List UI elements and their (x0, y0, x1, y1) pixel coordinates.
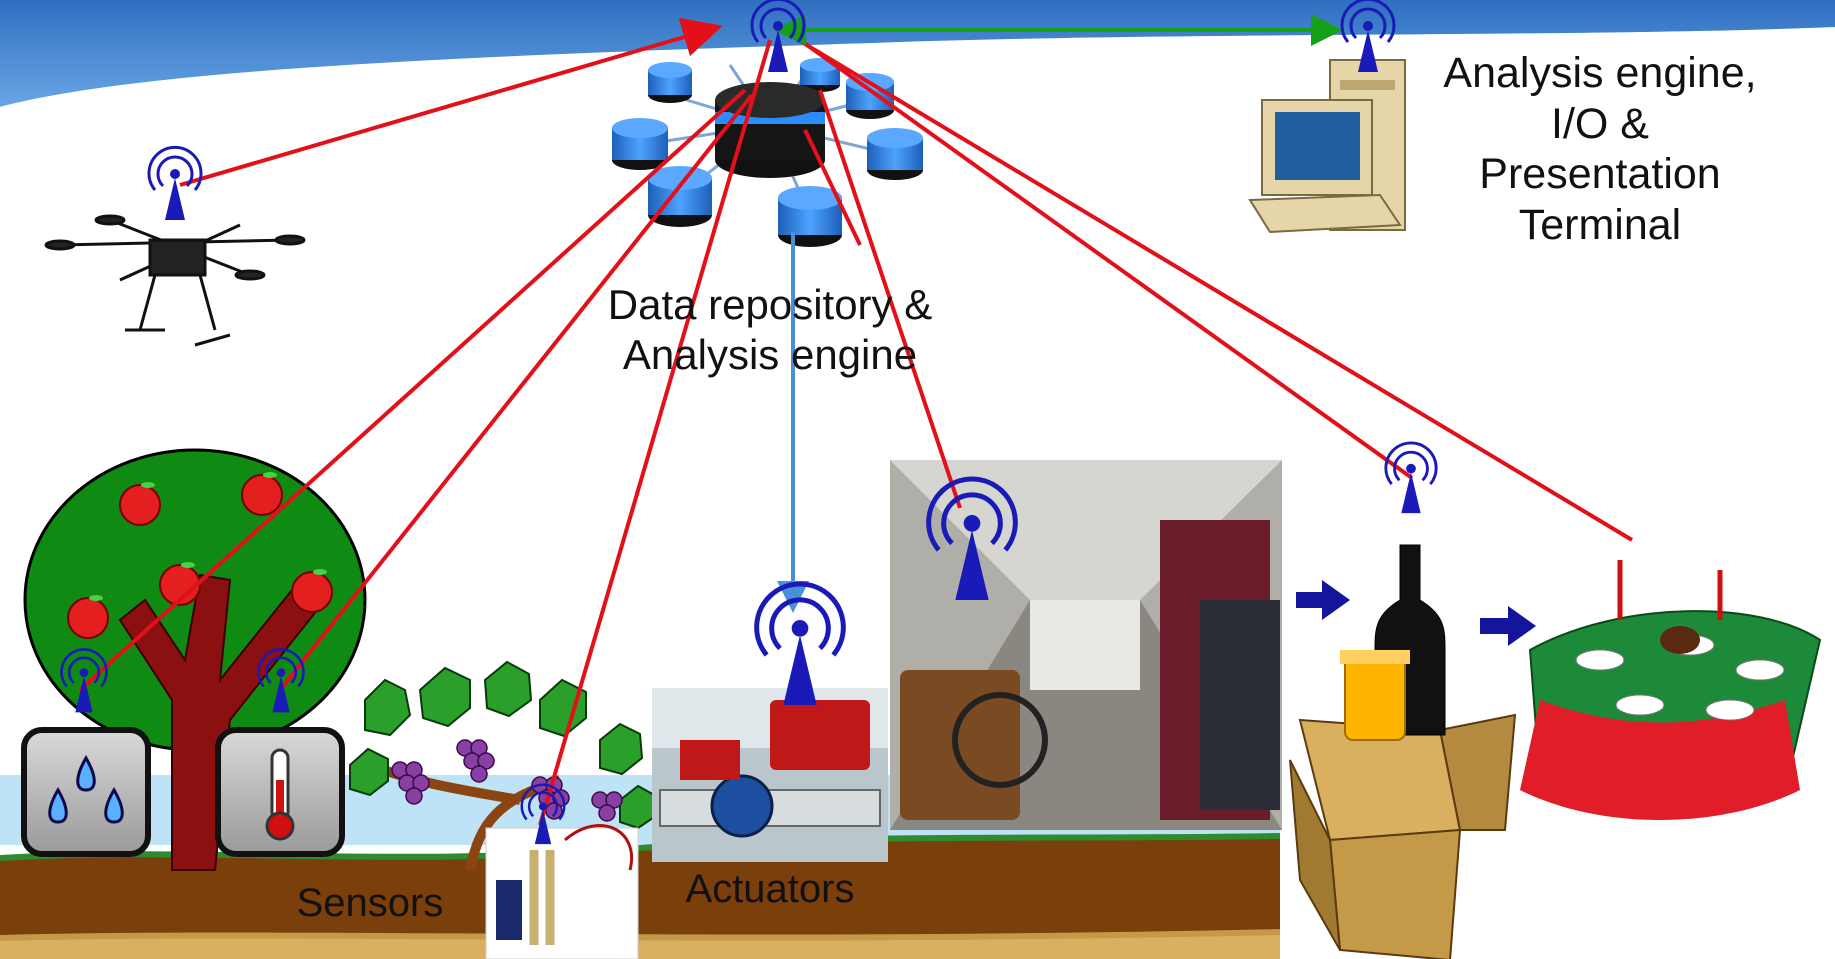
drone-icon (44, 214, 306, 347)
computer-terminal-icon (1248, 59, 1406, 234)
antenna-icon (1384, 441, 1438, 515)
flow-arrow-icon (1480, 606, 1536, 646)
antenna-icon (147, 145, 203, 222)
flow-arrow-icon (1296, 580, 1350, 620)
soil-moisture-probe-icon (485, 824, 639, 959)
warehouse-photo (890, 460, 1282, 830)
terminal-label: Analysis engine, I/O & Presentation Term… (1443, 49, 1757, 250)
grapevine-icon (349, 660, 657, 871)
repository-label: Data repository & Analysis engine (607, 281, 933, 378)
actuators-label: Actuators (685, 867, 855, 911)
wireless-links (78, 17, 1634, 826)
valve-actuator-icon (652, 688, 888, 862)
flow-arrows (1296, 580, 1536, 646)
thermometer-icon (215, 727, 345, 857)
wine-bottle-box-icon (1289, 544, 1517, 959)
sensors-label: Sensors (296, 881, 444, 925)
rain-sensor-icon (21, 727, 151, 857)
dining-table-icon (1520, 560, 1822, 820)
antenna-icon (757, 584, 844, 705)
